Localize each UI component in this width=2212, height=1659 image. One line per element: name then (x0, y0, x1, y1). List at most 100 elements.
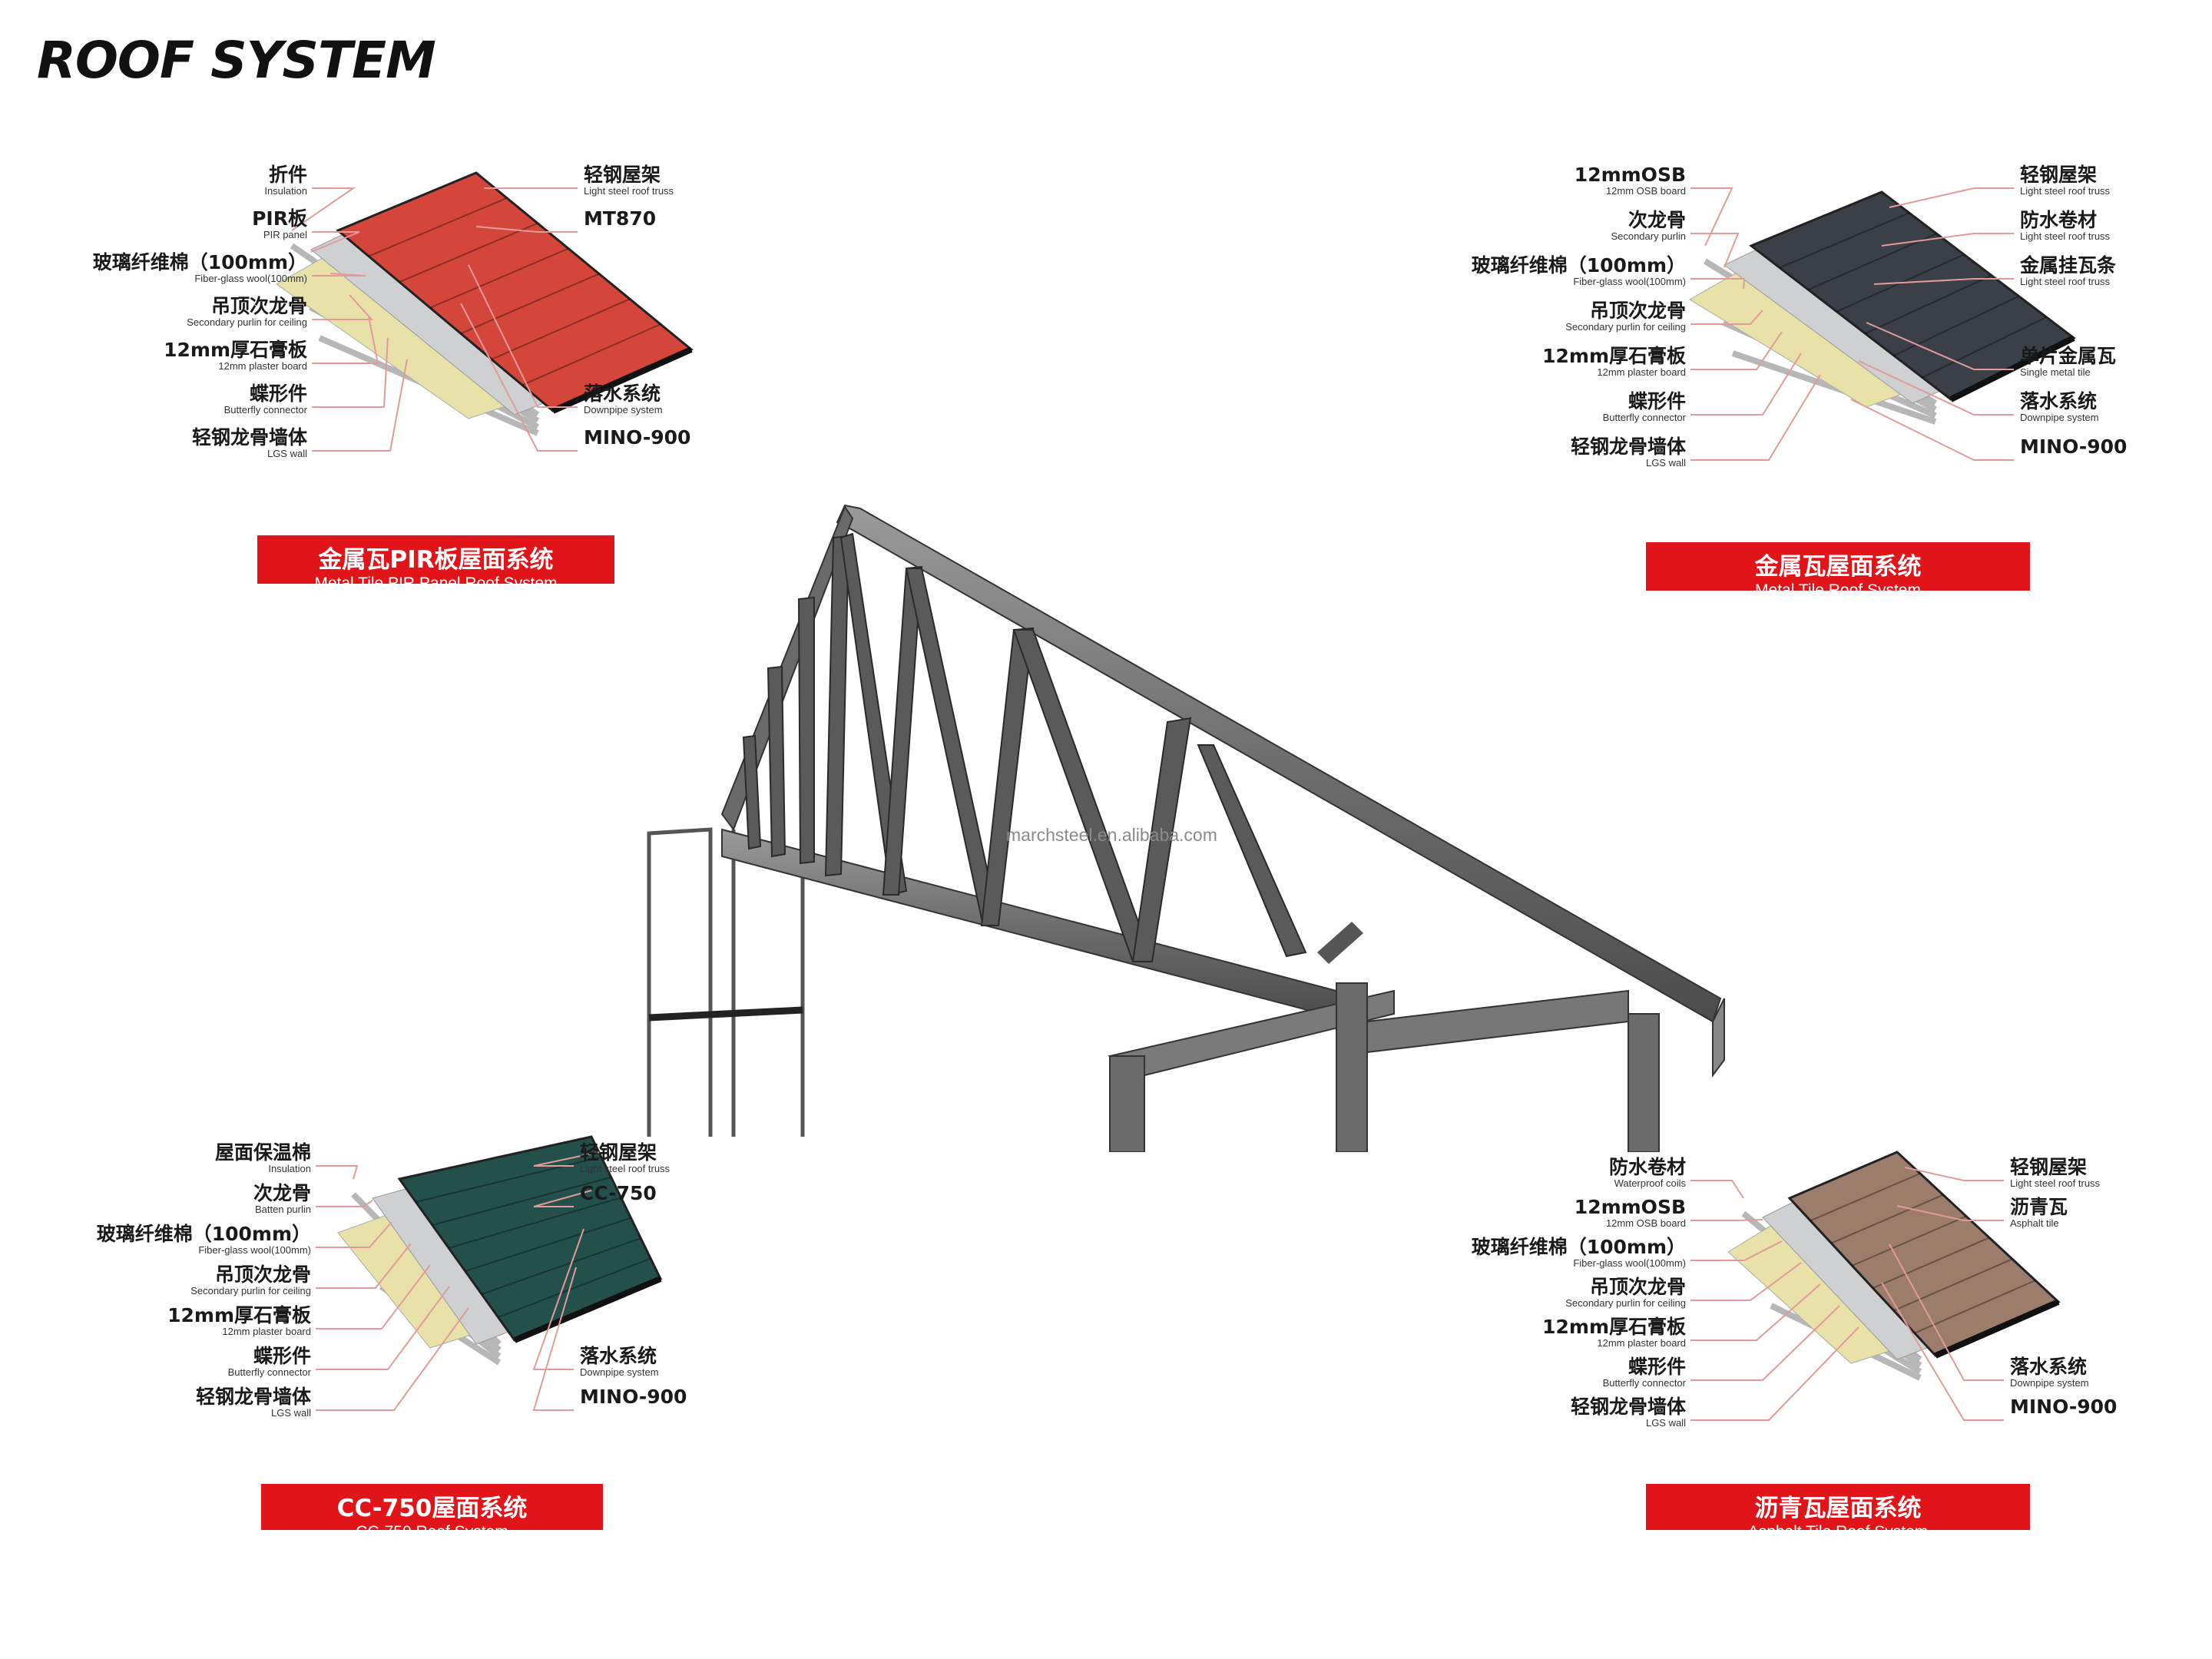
label-zh: 蝶形件 (253, 1345, 311, 1367)
label-zh: 折件 (268, 164, 307, 186)
label-zh: 12mmOSB (1574, 1196, 1686, 1218)
leader-line (1690, 1240, 1783, 1261)
label-en: 12mm plaster board (222, 1326, 311, 1337)
label-en: Secondary purlin (1611, 230, 1686, 242)
label-en: Secondary purlin for ceiling (1565, 1297, 1686, 1309)
label-en: LGS wall (270, 1407, 311, 1419)
leader-line (312, 294, 374, 320)
label-zh: 12mm厚石膏板 (1542, 1316, 1686, 1338)
leader-line (316, 1221, 392, 1248)
banner-title-en: Asphalt Tile Roof System (1747, 1523, 1929, 1541)
label-en: Fiber-glass wool(100mm) (1573, 1257, 1686, 1269)
label-zh: 12mm厚石膏板 (167, 1304, 311, 1326)
leader-line (312, 273, 366, 276)
label-zh: 12mm厚石膏板 (1542, 345, 1686, 367)
leader-line (460, 303, 578, 452)
label-en: Light steel roof truss (580, 1163, 671, 1174)
leader-line (1690, 233, 1740, 268)
roof-section-drawing (1689, 190, 2076, 425)
leader-line (291, 187, 356, 231)
leader-line (316, 1200, 373, 1207)
leader-line (468, 264, 578, 408)
label-zh: 蝶形件 (1628, 390, 1686, 412)
leader-line (1858, 360, 2014, 416)
leader-line (1896, 1205, 2004, 1221)
leader-line (316, 1264, 431, 1330)
label-en: Fiber-glass wool(100mm) (198, 1244, 311, 1256)
leader-line (1850, 399, 2014, 461)
label-zh: 玻璃纤维棉（100mm） (92, 251, 307, 273)
label-zh: 落水系统 (584, 382, 661, 405)
label-zh: 吊顶次龙骨 (214, 1263, 311, 1286)
label-en: Downpipe system (584, 404, 663, 416)
label-zh: 次龙骨 (253, 1182, 311, 1204)
central-steel-truss (647, 504, 1725, 1152)
label-zh: MINO-900 (2010, 1396, 2118, 1418)
leader-line (310, 231, 360, 253)
label-en: Butterfly connector (1602, 412, 1686, 423)
banner-title-en: CC-750 Roof System (356, 1523, 508, 1541)
label-en: PIR panel (263, 229, 307, 240)
banner-title-zh: 金属瓦PIR板屋面系统 (318, 546, 554, 574)
right-label: MINO-900 (584, 428, 690, 447)
right-label: CC-750 (580, 1184, 657, 1203)
label-en: Downpipe system (2010, 1377, 2089, 1389)
label-zh: MT870 (584, 207, 657, 230)
label-en: Light steel roof truss (2020, 230, 2111, 242)
leader-line (1690, 1326, 1859, 1421)
leader-line (316, 1165, 359, 1180)
label-en: Batten purlin (255, 1204, 311, 1215)
label-zh: 沥青瓦 (2010, 1196, 2068, 1218)
label-zh: 轻钢屋架 (2010, 1156, 2088, 1178)
label-en: Light steel roof truss (2010, 1177, 2101, 1189)
label-zh: 吊顶次龙骨 (1589, 1276, 1686, 1298)
label-zh: 轻钢龙骨墙体 (195, 1386, 311, 1408)
roof-section-drawing (1727, 1151, 2061, 1381)
leader-line (1690, 1262, 1802, 1301)
label-zh: MINO-900 (2020, 435, 2128, 458)
label-en: 12mm OSB board (1605, 1217, 1686, 1229)
label-zh: 轻钢龙骨墙体 (191, 426, 307, 449)
roof-section-drawing (276, 171, 694, 436)
left-label: 玻璃纤维棉（100mm）Fiber-glass wool(100mm) (93, 253, 307, 283)
label-zh: 屋面保温棉 (214, 1141, 311, 1164)
page-title: ROOF SYSTEM (37, 31, 436, 90)
label-en: Asphalt tile (2010, 1217, 2059, 1229)
leader-line (1690, 1180, 1744, 1199)
watermark: marchsteel.en.alibaba.com (1006, 825, 1217, 845)
leader-line (316, 1286, 450, 1370)
label-en: Downpipe system (580, 1366, 659, 1378)
label-en: Butterfly connector (227, 1366, 311, 1378)
leader-line (1889, 1243, 2004, 1381)
right-label: MT870 (584, 209, 656, 228)
label-zh: MINO-900 (580, 1386, 687, 1408)
label-en: Single metal tile (2020, 366, 2091, 378)
label-en: Light steel roof truss (584, 185, 674, 197)
label-zh: 落水系统 (580, 1345, 657, 1367)
